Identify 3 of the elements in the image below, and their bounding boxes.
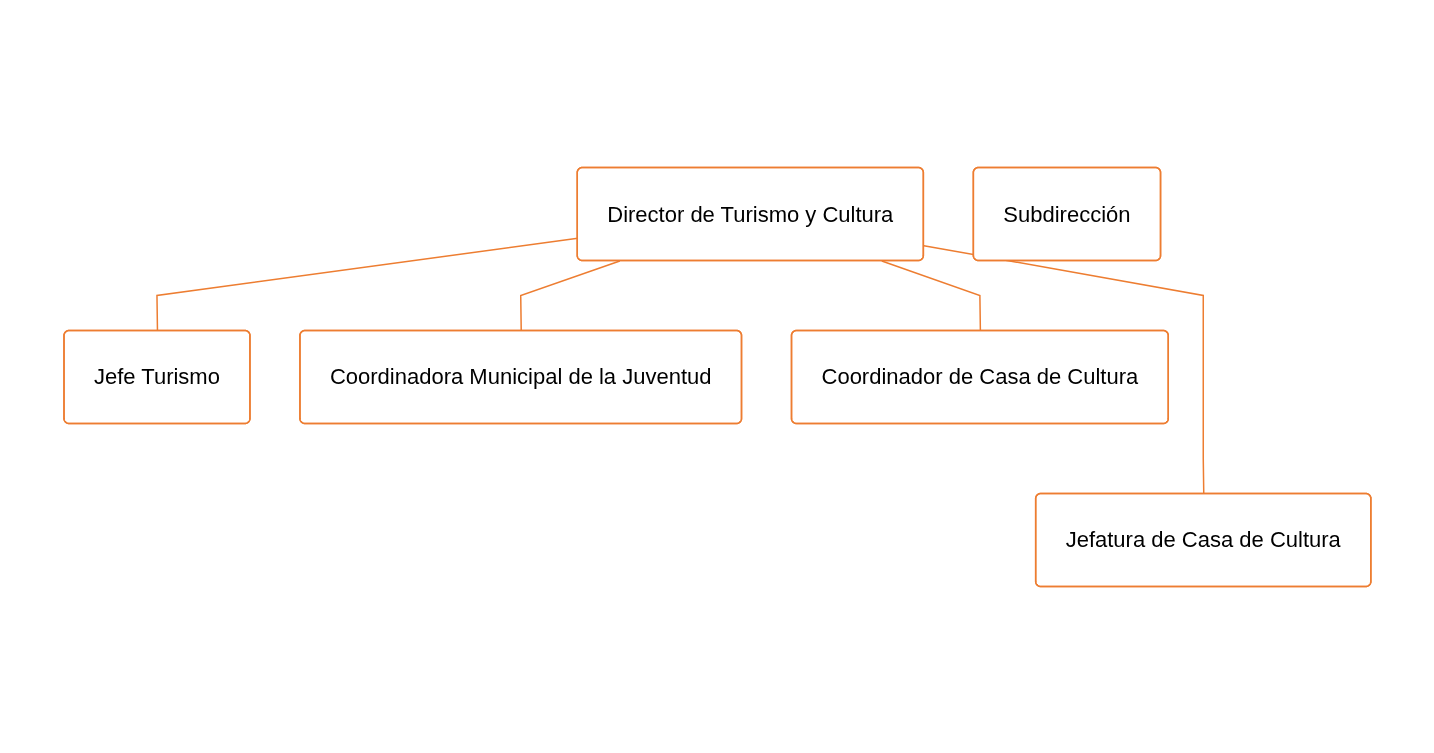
connector [880, 259, 981, 332]
connector [922, 244, 1205, 495]
connector [519, 259, 621, 332]
